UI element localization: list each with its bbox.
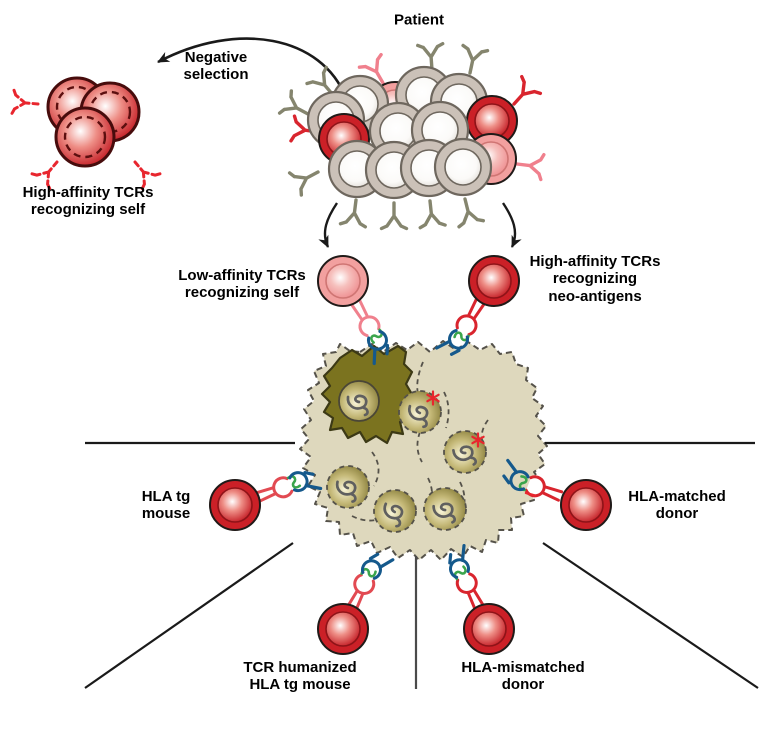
high-affinity-neo-tcell-icon [468, 255, 520, 307]
hla-mismatched-tcell-icon [463, 603, 515, 655]
deleted-tcell-icon [54, 106, 116, 168]
tcr-y-icon [513, 149, 546, 182]
hla-tg-mouse-tcell-icon [209, 479, 261, 531]
tcr-y-icon [338, 196, 371, 229]
tcr-dashed-icon [123, 152, 163, 192]
tcr-y-icon [379, 201, 409, 231]
tumor-nucleus-icon [338, 380, 380, 422]
tcr-y-icon [287, 159, 326, 197]
tumor-nucleus-icon [373, 489, 417, 533]
divider-diagonal-right [542, 542, 759, 689]
negative-selection-arrow [157, 37, 348, 99]
selection-arrow-left [318, 202, 338, 248]
mhc-peptide-icon [441, 544, 494, 613]
deleted-tcell-cluster [10, 76, 163, 192]
tcr-y-icon [456, 43, 490, 78]
mutant-peptide-mark [524, 491, 537, 497]
tcr-y-icon [451, 194, 485, 229]
tumor-nucleus-icon [326, 465, 370, 509]
tumor-nucleus-icon [398, 390, 442, 434]
tumor-nucleus-icon [443, 430, 487, 474]
t-cell-icon [433, 137, 493, 197]
low-affinity-tcell-icon [317, 255, 369, 307]
tcr-y-icon [415, 197, 447, 230]
tcr-dashed-icon [29, 152, 69, 192]
section-dividers [84, 441, 759, 689]
tumor-cluster [299, 340, 548, 561]
tcr-humanized-tcell-icon [317, 603, 369, 655]
hla-matched-donor-tcell-icon [560, 479, 612, 531]
patient-cell-cluster [277, 41, 546, 231]
tcr-dashed-icon [10, 87, 41, 118]
selection-arrow-right [502, 202, 522, 248]
tumor-nucleus-icon [423, 487, 467, 531]
divider-diagonal-left [84, 542, 294, 689]
